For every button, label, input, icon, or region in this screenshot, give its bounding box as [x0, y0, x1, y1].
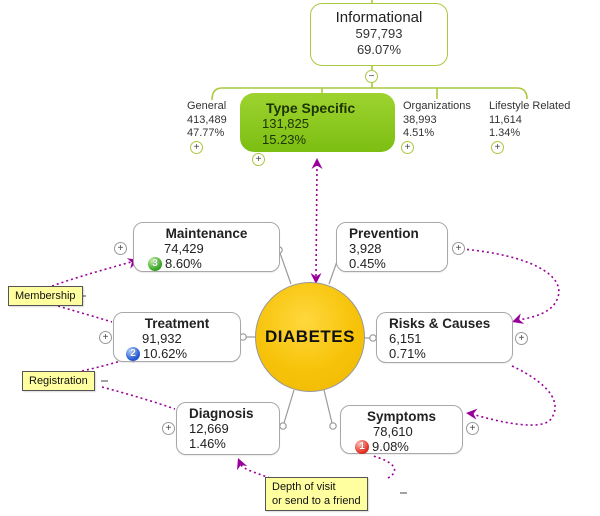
arrowhead-up-typespecific	[311, 158, 323, 169]
expand-icon[interactable]: +	[401, 141, 414, 154]
node-symptoms[interactable]: Symptoms 78,610 1 9.08%	[340, 405, 463, 454]
relation-membership-maintenance	[51, 261, 132, 287]
callout-registration[interactable]: Registration	[22, 371, 95, 391]
arrowhead-diagnosis	[237, 458, 248, 471]
node-title: Treatment	[144, 316, 210, 331]
node-value: 78,610	[373, 424, 413, 439]
collapse-icon[interactable]: −	[365, 70, 378, 83]
node-treatment[interactable]: Treatment 91,932 2 10.62%	[113, 312, 241, 362]
node-title: General	[187, 100, 227, 112]
expand-icon[interactable]: +	[114, 242, 127, 255]
callout-depth-of-visit[interactable]: Depth of visit or send to a friend	[265, 477, 368, 511]
expand-icon[interactable]: +	[452, 242, 465, 255]
node-value: 413,489	[187, 113, 227, 126]
priority-badge: 1	[355, 439, 369, 454]
node-diabetes-center[interactable]: DIABETES	[255, 282, 365, 392]
arrowhead-down-diabetes	[310, 273, 322, 284]
node-value: 597,793	[355, 26, 403, 41]
node-organizations[interactable]: Organizations 38,993 4.51%	[403, 100, 471, 141]
expand-icon[interactable]: +	[466, 422, 479, 435]
node-title: Symptoms	[366, 409, 437, 424]
node-percent: 8.60%	[165, 256, 202, 271]
node-risks-causes[interactable]: Risks & Causes 6,151 0.71%	[376, 312, 513, 363]
callout-label-line1: Depth of visit	[272, 481, 336, 493]
node-percent: 1.34%	[489, 127, 521, 139]
connector-dot-symptoms	[329, 422, 337, 430]
node-informational[interactable]: Informational 597,793 69.07%	[310, 3, 448, 66]
expand-icon[interactable]: +	[190, 141, 203, 154]
callout-membership[interactable]: Membership	[8, 286, 83, 306]
node-title: Informational	[335, 9, 423, 26]
callout-label: Membership	[15, 290, 76, 302]
relation-risks-symptoms	[471, 365, 556, 426]
relation-registration-diagnosis	[101, 386, 176, 410]
line-diagnosis	[283, 389, 295, 424]
node-title: Prevention	[349, 226, 419, 241]
node-prevention[interactable]: Prevention 3,928 0.45%	[336, 222, 448, 272]
node-title: Maintenance	[165, 226, 248, 241]
node-percent: 15.23%	[262, 132, 307, 147]
callout-label: Registration	[29, 375, 88, 387]
node-title: Lifestyle Related	[489, 100, 571, 112]
connector-dot-diagnosis	[279, 422, 287, 430]
relation-membership-treatment	[57, 305, 113, 323]
node-percent: 69.07%	[356, 42, 402, 57]
node-title: Type Specific	[266, 100, 356, 116]
node-percent: 0.71%	[389, 346, 426, 361]
node-percent: 10.62%	[143, 346, 188, 361]
node-value: 131,825	[262, 116, 309, 131]
expand-icon[interactable]: +	[162, 422, 175, 435]
relation-depth-symptoms	[372, 455, 396, 479]
line-maintenance	[279, 252, 292, 285]
node-title: Risks & Causes	[389, 316, 491, 331]
node-value: 11,614	[489, 113, 522, 126]
arrowhead-risks	[512, 313, 525, 324]
callout-label-line2: or send to a friend	[272, 495, 361, 507]
relation-prevention-risks	[461, 248, 560, 321]
relation-typespecific-diabetes	[315, 163, 318, 279]
node-percent: 0.45%	[349, 256, 386, 271]
node-value: 38,993	[403, 113, 437, 126]
priority-badge: 3	[148, 256, 162, 271]
arrowhead-symptoms	[466, 408, 478, 420]
line-symptoms	[323, 389, 333, 424]
expand-icon[interactable]: +	[491, 141, 504, 154]
node-lifestyle-related[interactable]: Lifestyle Related 11,614 1.34%	[489, 100, 570, 141]
center-label: DIABETES	[265, 327, 355, 346]
node-title: Organizations	[403, 100, 471, 112]
node-percent: 4.51%	[403, 127, 435, 139]
node-maintenance[interactable]: Maintenance 74,429 3 8.60%	[133, 222, 280, 272]
node-type-specific[interactable]: Type Specific 131,825 15.23%	[240, 93, 395, 152]
node-value: 12,669	[189, 421, 229, 436]
expand-icon[interactable]: +	[99, 331, 112, 344]
node-value: 74,429	[164, 241, 204, 256]
node-percent: 47.77%	[187, 127, 225, 139]
node-title: Diagnosis	[189, 406, 254, 421]
node-value: 3,928	[349, 241, 382, 256]
node-percent: 9.08%	[372, 439, 409, 454]
priority-badge: 2	[126, 346, 140, 361]
expand-icon[interactable]: +	[252, 153, 265, 166]
expand-icon[interactable]: +	[515, 332, 528, 345]
node-general[interactable]: General 413,489 47.77%	[187, 100, 227, 141]
node-value: 6,151	[389, 331, 422, 346]
node-value: 91,932	[142, 331, 182, 346]
relation-depth-diagnosis	[239, 460, 271, 479]
node-diagnosis[interactable]: Diagnosis 12,669 1.46%	[176, 402, 280, 455]
branch-rail	[211, 87, 528, 101]
node-percent: 1.46%	[189, 436, 226, 451]
